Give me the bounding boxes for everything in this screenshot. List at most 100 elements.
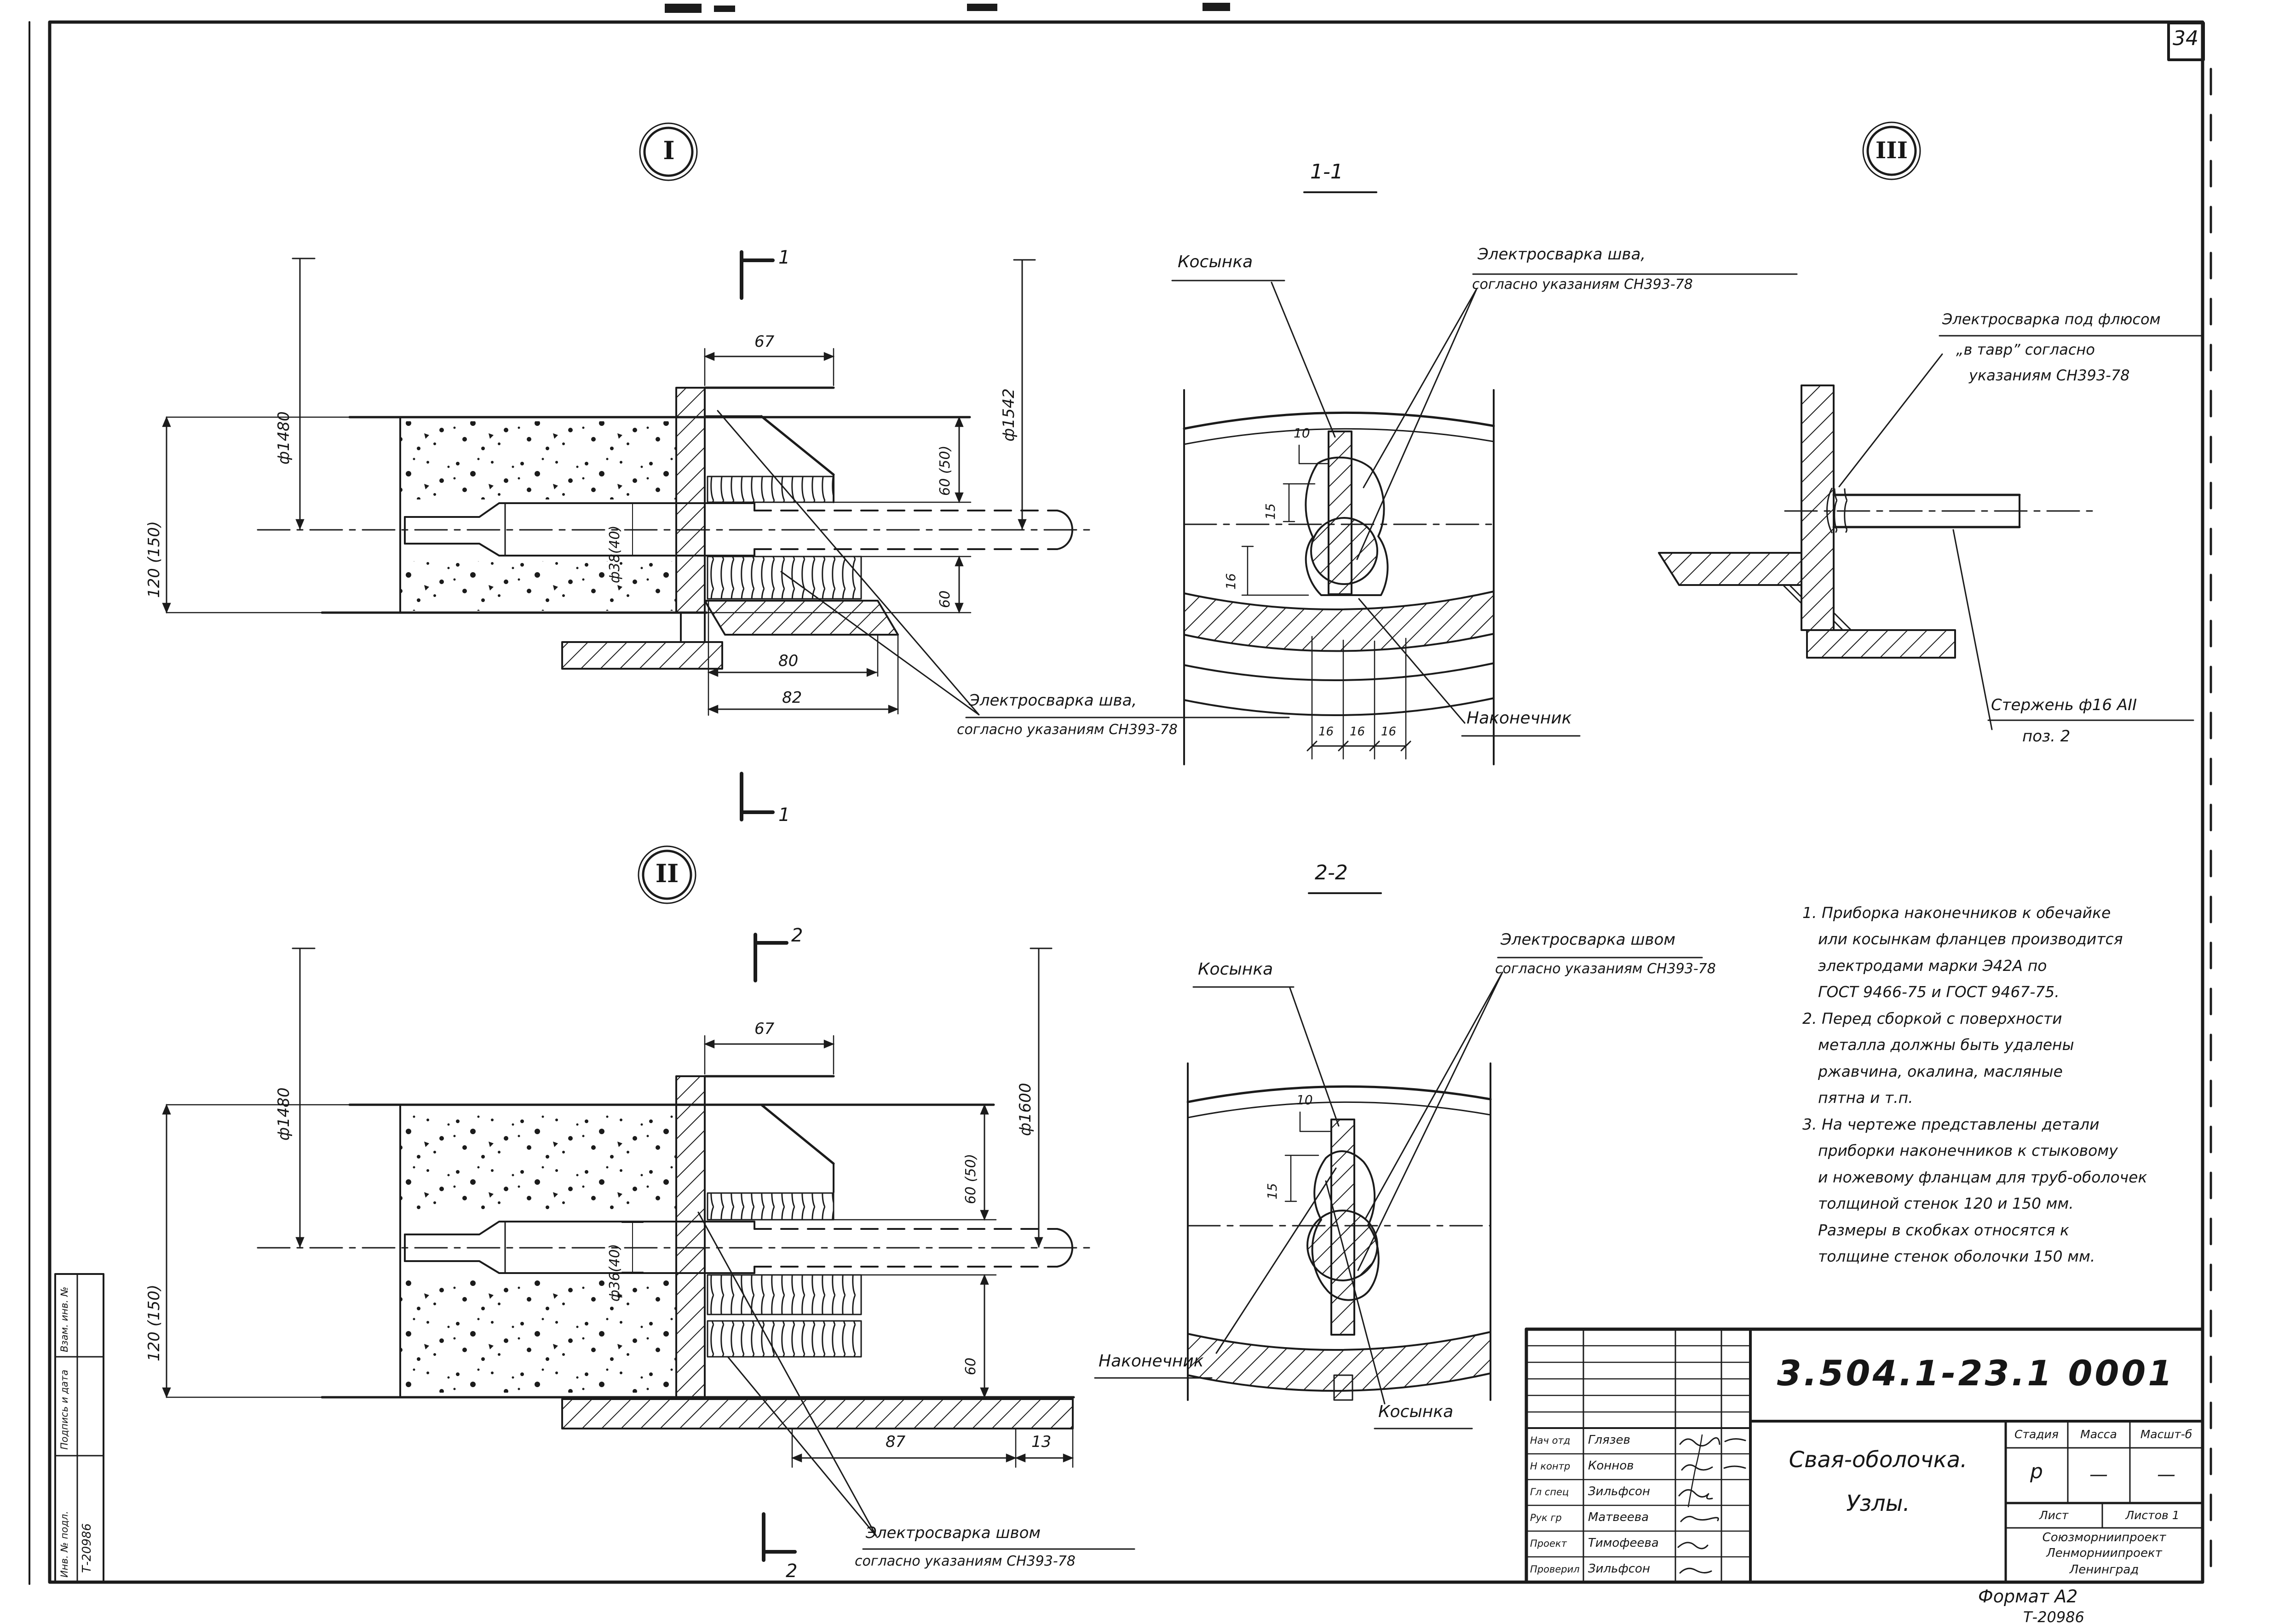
view1-dim-1542: ф1542 [1000,388,1018,442]
note-line-7: ржавчина, окалина, масляные [1818,1062,2063,1080]
view1-weld-label-line2: согласно указаниям СН393-78 [957,722,1178,738]
view2-weld-label-line2: согласно указаниям СН393-78 [855,1553,1076,1569]
view2-marker: II [655,859,679,888]
org-name-line1: Союзморниипроект [2042,1531,2166,1544]
view1-cut-bottom-label: 1 [778,804,790,826]
note-line-14: толщине стенок оболочки 150 мм. [1818,1247,2095,1265]
section11-weld-label-line1: Электросварка шва, [1478,245,1646,264]
view2-dim-60: 60 [963,1357,979,1375]
view3-rod-label-line1: Стержень ф16 АII [1991,696,2137,714]
view1-dim-67: 67 [754,333,775,351]
note-line-10: приборки наконечников к стыковому [1818,1142,2118,1159]
note-line-8: пятна и т.п. [1818,1089,1913,1107]
scale-column-label: Масшт-б [2140,1428,2192,1441]
sig-row-role-1: Нач отд [1530,1435,1571,1446]
sig-row-name-2: Коннов [1588,1459,1634,1473]
scale-value: — [2157,1464,2175,1485]
stamp-label-vzam: Взам. инв. № [59,1286,70,1352]
view1-weld-label-line1: Электросварка шва, [969,691,1137,710]
sig-row-role-3: Гл спец [1530,1486,1569,1498]
note-line-6: металла должны быть удалены [1818,1036,2074,1054]
note-line-5: 2. Перед сборкой с поверхности [1802,1010,2062,1027]
view3-rod-label-line2: поз. 2 [2022,727,2071,746]
section11-dim-16: 16 [1223,573,1238,590]
note-line-11: и ножевому фланцам для труб-оболочек [1818,1168,2147,1186]
view1-dim-38-40: ф38(40) [607,525,623,583]
sig-row-role-5: Проект [1530,1538,1567,1549]
view1-cut-top-label: 1 [778,247,790,268]
view2-dim-13: 13 [1031,1433,1052,1451]
drawing-number: 3.504.1-23.1 0001 [1777,1353,2175,1394]
section22-dim-15: 15 [1265,1183,1280,1199]
view2-cut-bottom-label: 2 [786,1561,798,1582]
view2-dim-1600: ф1600 [1016,1083,1035,1136]
view2-dim-1480: ф1480 [275,1087,293,1141]
sig-row-role-2: Н контр [1530,1461,1571,1472]
sig-row-role-4: Рук гр [1530,1512,1562,1523]
note-line-13: Размеры в скобках относятся к [1818,1221,2069,1239]
section11-title: 1-1 [1310,160,1343,184]
section11-dim-15: 15 [1263,503,1278,520]
section11-dim-16b: 16 [1350,725,1365,739]
note-line-2: или косынкам фланцев производится [1818,930,2123,948]
stage-value: р [2030,1460,2043,1483]
view2-cut-top-label: 2 [791,925,803,946]
view2-weld-label-line1: Электросварка швом [866,1524,1041,1542]
sig-row-name-4: Матвеева [1588,1510,1649,1524]
note-line-1: 1. Приборка наконечников к обечайке [1802,904,2111,922]
section22-weld-label-line1: Электросварка швом [1501,930,1676,949]
sig-row-name-6: Зильфсон [1588,1562,1650,1576]
stamp-label-inv: Инв. № подл. [59,1511,70,1578]
stamp-value-code: Т-20986 [80,1523,94,1573]
note-line-12: толщиной стенок 120 и 150 мм. [1818,1194,2074,1212]
section11-dim-16a: 16 [1318,725,1334,739]
sig-row-name-3: Зильфсон [1588,1485,1650,1498]
view3-weld-label-line3: указаниям СН393-78 [1969,367,2130,384]
view2-dim-120-150: 120 (150) [145,1284,163,1361]
section11-dim-10: 10 [1294,425,1310,441]
view3-weld-label-line1: Электросварка под флюсом [1942,310,2161,328]
view1-dim-120-150: 120 (150) [145,521,163,598]
note-line-4: ГОСТ 9466-75 и ГОСТ 9467-75. [1818,983,2060,1001]
doc-code-bottom: Т-20986 [2023,1608,2084,1624]
stage-column-label: Стадия [2014,1428,2059,1441]
view1-dim-60: 60 [937,590,953,608]
section22-title: 2-2 [1315,861,1348,884]
sheets-count-label: Листов 1 [2125,1509,2180,1522]
mass-value: — [2089,1464,2108,1485]
view1-marker: I [663,136,675,165]
section22-kosynka-bottom-label: Косынка [1378,1402,1454,1421]
view3-weld-label-line2: „в тавр” согласно [1956,341,2095,358]
view1-dim-60-50: 60 (50) [937,445,953,496]
section22-dim-10: 10 [1296,1092,1313,1108]
sheet-label: Лист [2039,1509,2069,1522]
sig-row-role-6: Проверил [1530,1564,1580,1575]
view2-dim-60-50: 60 (50) [963,1153,979,1204]
view2-dim-67: 67 [754,1020,775,1038]
section11-weld-label-line2: согласно указаниям СН393-78 [1472,276,1693,293]
view2-dim-36-40: ф36(40) [607,1244,623,1302]
org-name-line3: Ленинград [2069,1563,2139,1577]
sig-row-name-5: Тимофеева [1588,1536,1659,1550]
view1-dim-1480: ф1480 [275,411,293,465]
view1-dim-82: 82 [782,689,802,707]
section22-nakonechnik-label: Наконечник [1099,1352,1204,1371]
section22-kosynka-top-label: Косынка [1198,960,1273,979]
drawing-title-line2: Узлы. [1846,1491,1910,1516]
note-line-9: 3. На чертеже представлены детали [1802,1115,2100,1133]
view1-dim-80: 80 [778,652,799,670]
page-number: 34 [2173,27,2198,50]
mass-column-label: Масса [2080,1428,2117,1441]
section11-kosynka-label: Косынка [1178,252,1253,271]
sig-row-name-1: Глязев [1588,1433,1630,1447]
format-label: Формат А2 [1978,1586,2078,1607]
stamp-label-podpis: Подпись и дата [59,1370,70,1450]
section11-dim-16c: 16 [1381,725,1397,739]
org-name-line2: Ленморниипроект [2046,1546,2162,1560]
view2-dim-87: 87 [886,1433,906,1451]
section22-weld-label-line2: согласно указаниям СН393-78 [1495,961,1716,977]
section11-nakonechnik-label: Наконечник [1467,709,1572,728]
note-line-3: электродами марки Э42А по [1818,957,2047,975]
